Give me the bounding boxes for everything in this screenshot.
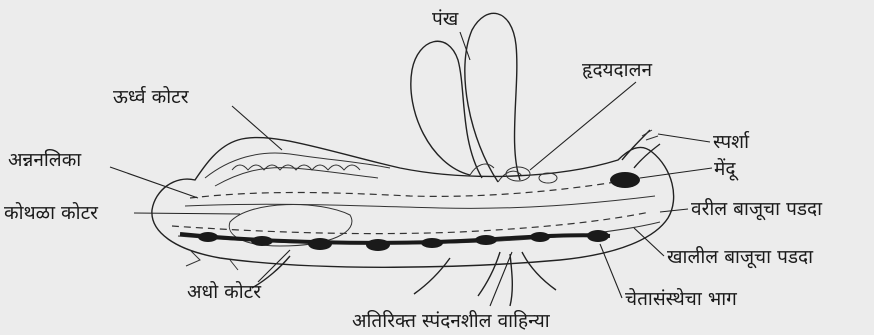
body-outline (152, 130, 674, 267)
label-lower-membrane: खालील बाजूचा पडदा (667, 245, 814, 269)
wings-drawing (411, 13, 522, 182)
label-accessory-vessels: अतिरिक्त स्पंदनशील वाहिन्या (352, 309, 551, 332)
label-esophagus: अन्ननलिका (8, 148, 82, 171)
label-nerve-part: चेतासंस्थेचा भाग (625, 287, 737, 310)
label-antenna: स्पर्शा (713, 130, 750, 153)
label-lower-cavity: अधो कोटर (187, 280, 262, 303)
label-wings: पंख (432, 8, 459, 30)
nerve-cord (180, 230, 610, 251)
label-heart-chamber: हृदयदालन (582, 59, 652, 81)
label-upper-membrane: वरील बाजूचा पडदा (691, 197, 823, 221)
label-upper-cavity: ऊर्ध्व कोटर (113, 85, 190, 108)
label-gut-cavity: कोथळा कोटर (4, 201, 99, 224)
brain-mark (610, 172, 640, 188)
label-brain: मेंदू (714, 157, 739, 181)
